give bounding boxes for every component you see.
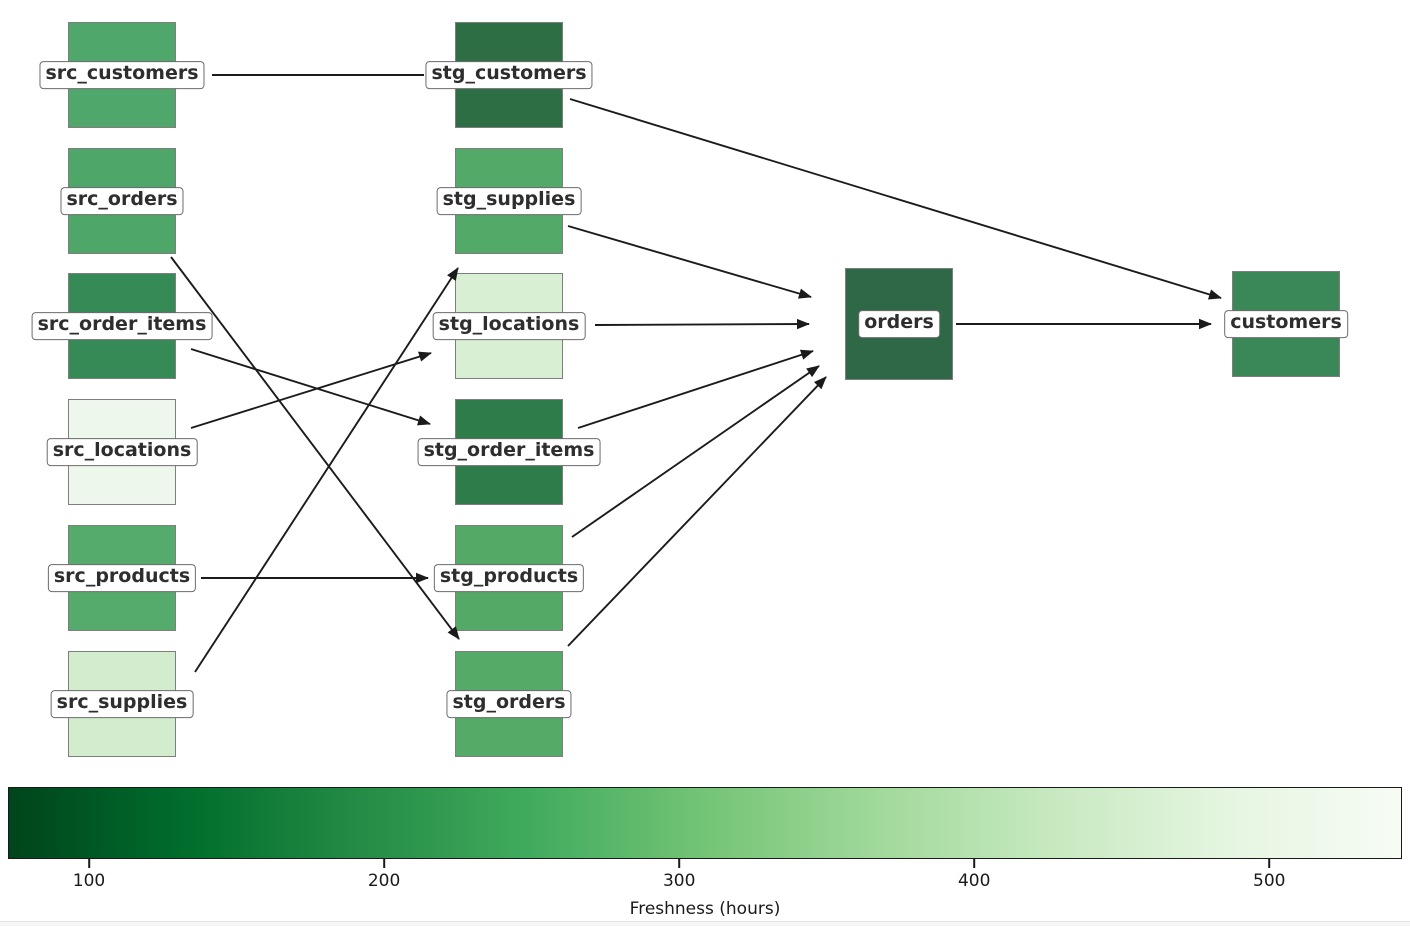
node-label-src_order_items: src_order_items bbox=[31, 312, 213, 340]
colorbar-tick-200 bbox=[383, 859, 385, 868]
edge-src_locations-to-stg_locations bbox=[190, 351, 432, 429]
node-label-src_customers: src_customers bbox=[39, 61, 205, 89]
colorbar-tick-500 bbox=[1268, 859, 1271, 868]
node-label-stg_orders: stg_orders bbox=[446, 690, 572, 718]
node-label-src_products: src_products bbox=[47, 564, 197, 592]
node-label-customers: customers bbox=[1224, 310, 1348, 338]
node-label-stg_locations: stg_locations bbox=[432, 312, 586, 340]
node-label-src_orders: src_orders bbox=[60, 187, 184, 215]
bottom-edge-strip bbox=[0, 921, 1410, 926]
colorbar-tick-100 bbox=[88, 859, 90, 868]
edge-src_supplies-to-stg_supplies bbox=[194, 267, 459, 673]
colorbar-axis-label: Freshness (hours) bbox=[629, 899, 781, 919]
node-label-stg_products: stg_products bbox=[433, 564, 585, 592]
edge-src_order_items-to-stg_order_items bbox=[190, 348, 431, 426]
edge-src_orders-to-stg_orders bbox=[170, 256, 460, 640]
freshness-colorbar bbox=[8, 787, 1402, 859]
node-label-orders: orders bbox=[858, 310, 940, 338]
edge-stg_supplies-to-orders bbox=[567, 225, 812, 299]
colorbar-tick-label-500: 500 bbox=[1253, 871, 1286, 891]
node-label-src_supplies: src_supplies bbox=[50, 690, 194, 718]
colorbar-tick-label-200: 200 bbox=[367, 871, 401, 891]
colorbar-tick-400 bbox=[973, 859, 975, 868]
colorbar-tick-300 bbox=[678, 859, 680, 868]
node-label-stg_supplies: stg_supplies bbox=[436, 187, 582, 215]
edge-stg_orders-to-orders bbox=[567, 376, 827, 647]
node-label-src_locations: src_locations bbox=[46, 438, 198, 466]
node-label-stg_customers: stg_customers bbox=[425, 61, 593, 89]
node-label-stg_order_items: stg_order_items bbox=[417, 438, 601, 466]
colorbar-tick-label-300: 300 bbox=[662, 871, 696, 891]
colorbar-tick-label-400: 400 bbox=[957, 871, 991, 891]
colorbar-tick-label-100: 100 bbox=[72, 871, 106, 891]
edge-stg_locations-to-orders bbox=[594, 318, 810, 330]
edge-stg_products-to-orders bbox=[571, 365, 820, 538]
edge-stg_order_items-to-orders bbox=[577, 349, 814, 429]
